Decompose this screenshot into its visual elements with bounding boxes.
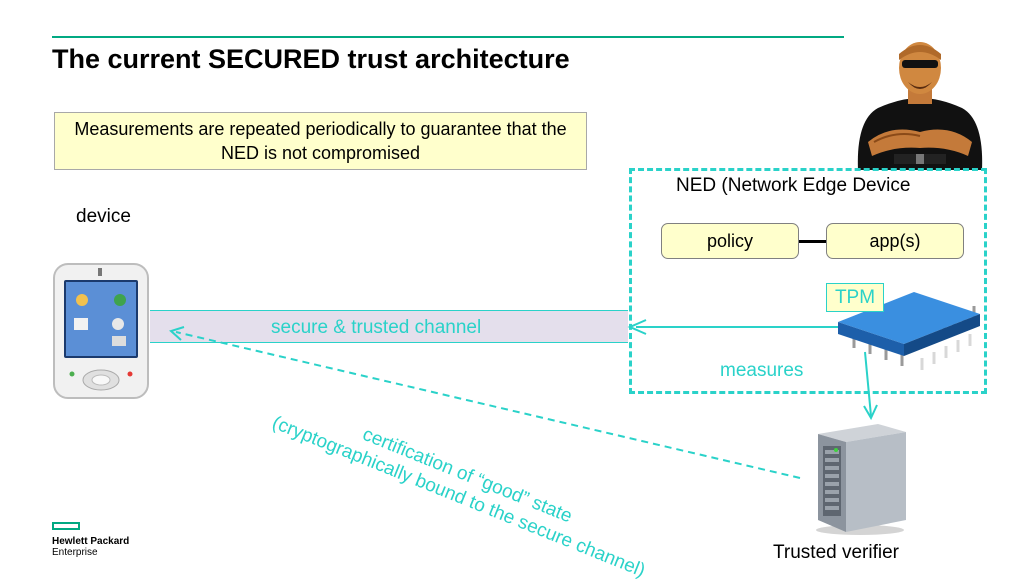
policy-box: policy	[661, 223, 799, 259]
hpe-logo-text: Hewlett Packard Enterprise	[52, 536, 129, 558]
tpm-label: TPM	[826, 283, 884, 312]
policy-app-link	[799, 240, 826, 243]
server-icon	[816, 424, 906, 535]
hpe-logo-icon	[52, 522, 80, 530]
note-box: Measurements are repeated periodically t…	[54, 112, 587, 170]
smartphone-icon	[53, 263, 149, 399]
apps-box: app(s)	[826, 223, 964, 259]
channel-label: secure & trusted channel	[271, 317, 482, 338]
ned-boundary	[629, 168, 987, 394]
chip-icon	[838, 292, 980, 370]
secure-channel-band	[150, 310, 628, 343]
logo-line-1: Hewlett Packard	[52, 536, 130, 547]
title-rule	[52, 36, 844, 38]
tpm-to-verifier-arrow	[864, 351, 872, 417]
bouncer-icon	[857, 42, 983, 170]
certification-arrow	[175, 331, 801, 479]
tpm-to-verifier-arrowhead	[863, 404, 878, 421]
page-title: The current SECURED trust architecture	[52, 44, 570, 74]
certification-arrowhead	[169, 326, 185, 341]
device-label: device	[76, 206, 131, 227]
measure-report-arrowhead	[627, 319, 647, 335]
measures-label: measures	[720, 360, 804, 381]
verifier-label: Trusted verifier	[773, 542, 899, 563]
ned-label: NED (Network Edge Device	[676, 175, 911, 196]
logo-line-2: Enterprise	[52, 547, 98, 558]
